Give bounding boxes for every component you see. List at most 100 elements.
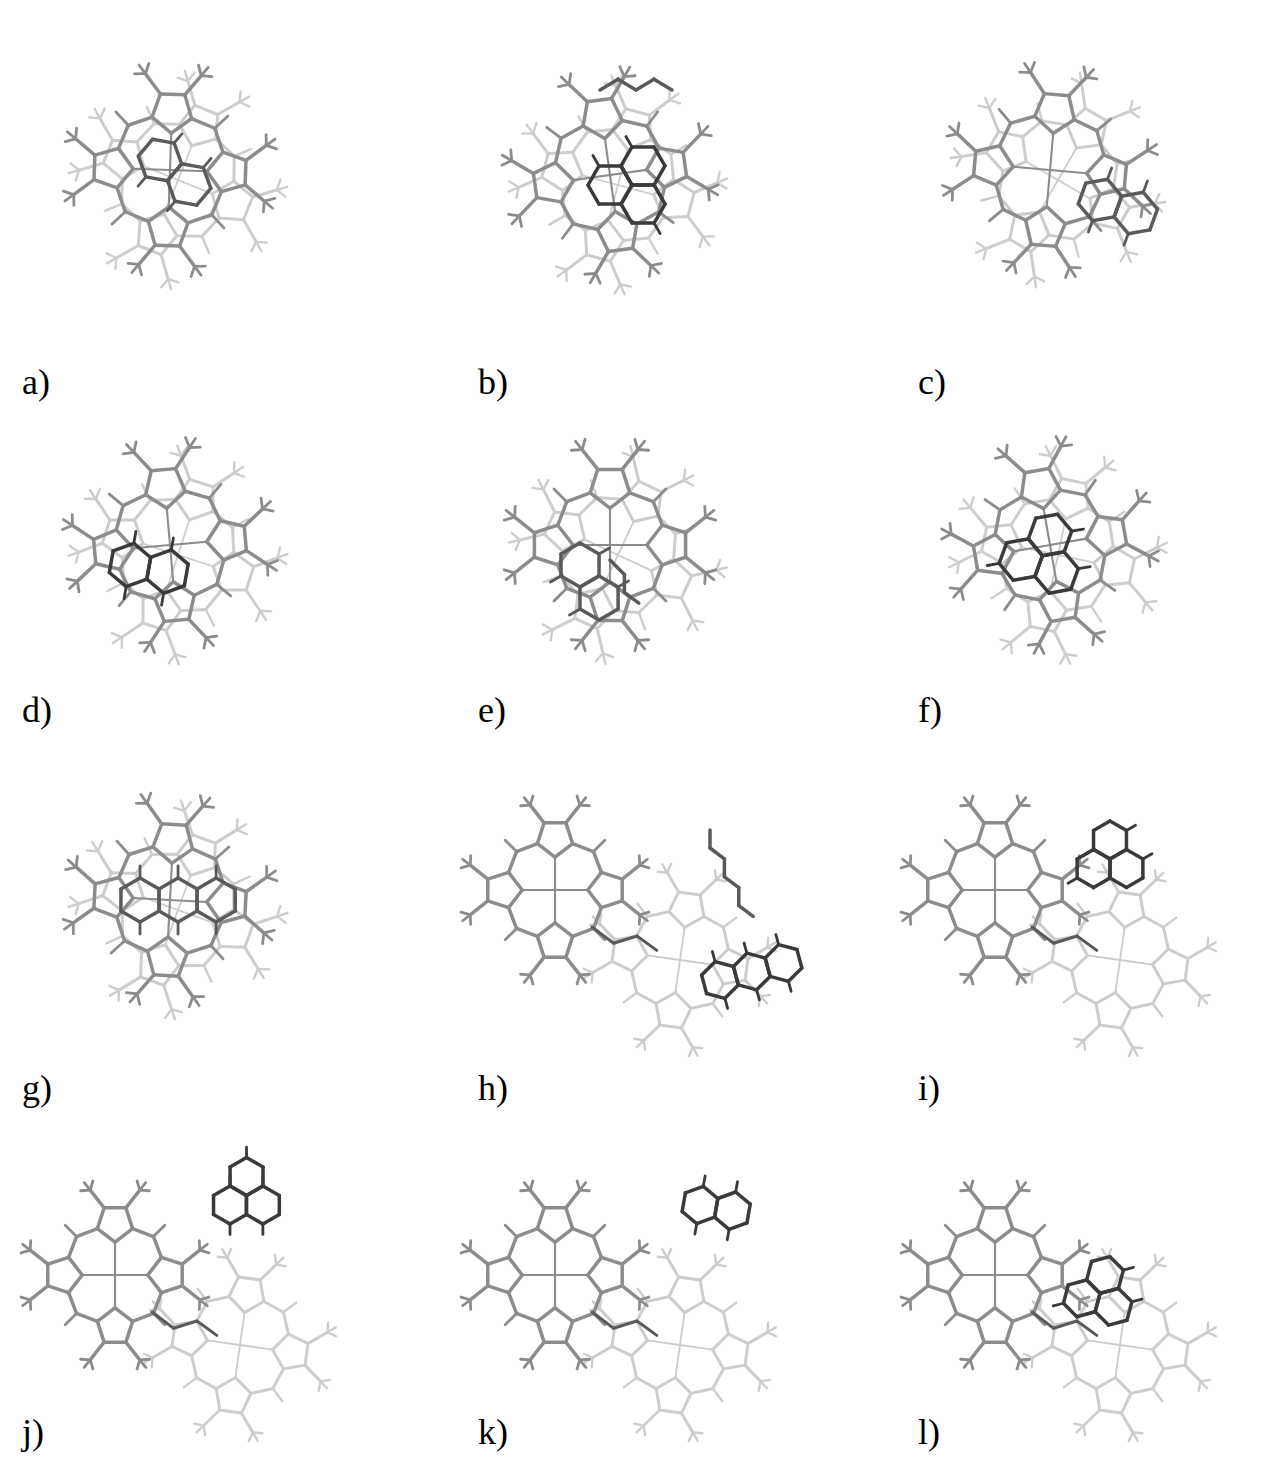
- bond: [177, 922, 180, 934]
- bond: [125, 212, 148, 222]
- bond: [245, 1196, 248, 1206]
- bond: [618, 555, 651, 571]
- bond: [1092, 1257, 1110, 1262]
- bond: [1032, 1312, 1054, 1328]
- bond: [702, 975, 707, 993]
- bond: [519, 177, 542, 187]
- bond: [216, 878, 235, 889]
- bond: [569, 74, 571, 85]
- bond: [977, 844, 995, 858]
- bond: [685, 1186, 703, 1192]
- bond: [1036, 514, 1058, 518]
- bond: [556, 138, 562, 162]
- bond: [957, 134, 975, 151]
- bond: [1015, 595, 1040, 600]
- bond: [1028, 872, 1042, 890]
- bond: [216, 911, 235, 922]
- bond: [30, 1286, 48, 1300]
- bond: [635, 640, 638, 650]
- bond: [1185, 959, 1188, 981]
- bond: [114, 1275, 116, 1308]
- bond: [580, 576, 599, 587]
- bond: [723, 980, 745, 984]
- bond: [237, 830, 247, 834]
- bond: [1013, 844, 1034, 852]
- bond: [134, 442, 136, 453]
- bond: [566, 1321, 573, 1342]
- bond: [1096, 1003, 1100, 1025]
- bond: [146, 495, 167, 509]
- panel-label: b): [478, 362, 508, 403]
- bond: [737, 888, 741, 906]
- bond: [115, 1229, 133, 1243]
- bond: [1003, 643, 1011, 650]
- bond: [134, 531, 136, 543]
- panel-label: i): [918, 1068, 940, 1109]
- bond: [230, 1186, 246, 1196]
- stick-model: [63, 63, 276, 276]
- bond: [1127, 252, 1131, 262]
- bond: [632, 221, 654, 225]
- bond: [1140, 879, 1156, 894]
- bond: [776, 935, 779, 945]
- bond: [246, 590, 260, 611]
- bond: [592, 1312, 614, 1328]
- bond: [509, 150, 513, 161]
- bond: [97, 1321, 104, 1342]
- bond: [185, 491, 209, 498]
- bond: [928, 1257, 949, 1264]
- stick-model: [1024, 864, 1216, 1056]
- bond: [90, 490, 96, 499]
- bond: [201, 76, 212, 77]
- bond: [137, 1360, 140, 1369]
- bond: [1058, 148, 1076, 180]
- bond: [133, 898, 170, 900]
- bond: [220, 521, 244, 526]
- bond: [664, 177, 686, 188]
- bond: [146, 177, 168, 181]
- bond: [1049, 468, 1061, 490]
- bond: [160, 92, 184, 96]
- bond: [1115, 992, 1131, 1008]
- bond: [521, 973, 531, 976]
- bond: [633, 457, 639, 482]
- bond: [1092, 831, 1096, 850]
- bond: [1020, 804, 1030, 807]
- bond: [566, 255, 586, 270]
- bond: [157, 889, 161, 911]
- bond: [626, 136, 632, 146]
- bond: [1006, 957, 1020, 975]
- bond: [215, 128, 223, 152]
- bond: [962, 889, 995, 891]
- bond: [139, 922, 142, 934]
- bond: [147, 579, 164, 593]
- bond: [697, 1217, 715, 1223]
- bond: [632, 1356, 637, 1378]
- bond: [569, 609, 579, 615]
- bond: [509, 852, 517, 873]
- bond: [1118, 1288, 1131, 1301]
- bond: [597, 629, 603, 654]
- bond: [139, 866, 142, 878]
- bond: [1087, 155, 1104, 173]
- bond: [1013, 1229, 1034, 1237]
- bond: [126, 1321, 133, 1342]
- bond: [1124, 164, 1126, 188]
- bond: [626, 109, 650, 115]
- bond: [970, 497, 973, 507]
- bond: [707, 993, 725, 998]
- bond: [555, 889, 588, 891]
- bond: [48, 1286, 69, 1293]
- bond: [999, 132, 1023, 137]
- bond: [197, 1321, 217, 1335]
- bond: [1010, 215, 1015, 239]
- bond: [488, 1257, 509, 1264]
- bond: [647, 112, 658, 126]
- bond: [1072, 529, 1084, 531]
- bond: [152, 139, 174, 143]
- bond: [461, 912, 470, 915]
- bond: [162, 593, 164, 605]
- bond: [942, 185, 952, 189]
- bond: [1087, 1280, 1100, 1293]
- bond: [155, 243, 179, 247]
